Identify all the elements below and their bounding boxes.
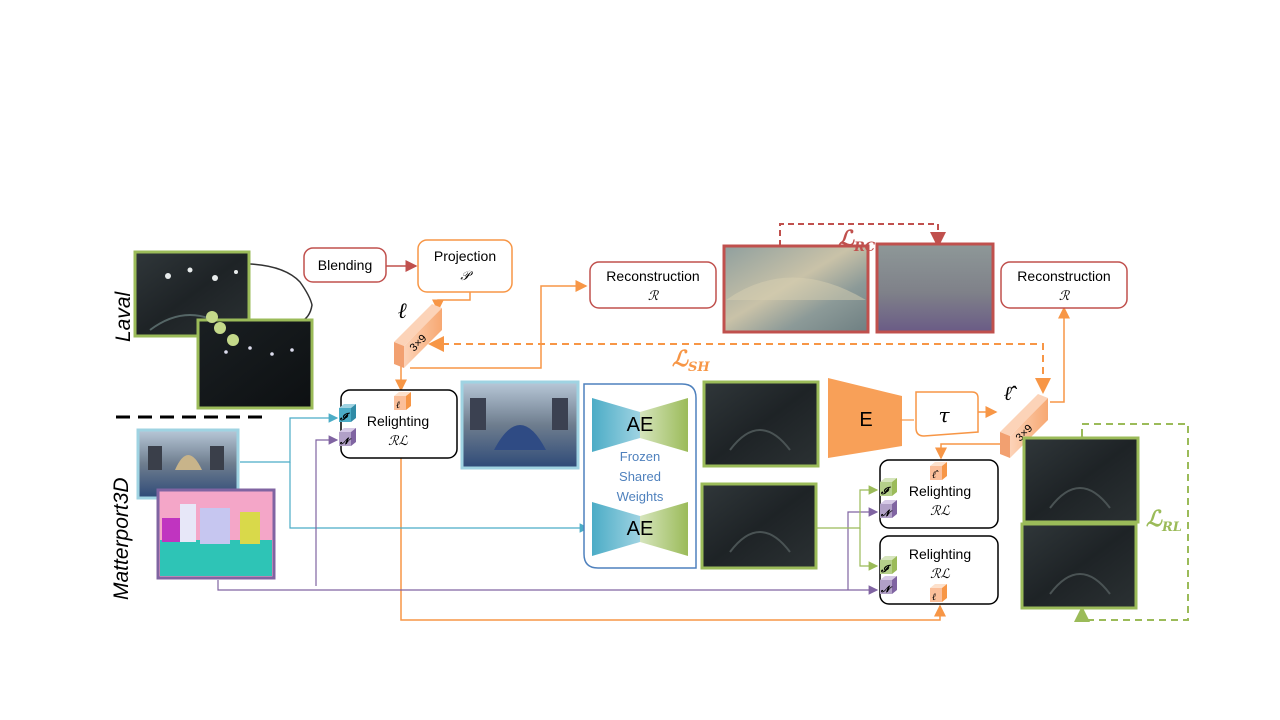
svg-text:ℛℒ: ℛℒ: [930, 504, 950, 519]
rc-loss-bracket: [772, 223, 946, 260]
ell-label: ℓ: [398, 298, 407, 324]
svg-text:ℒ: ℒ: [1146, 506, 1163, 532]
arrow-ae-output-relighting-top: [808, 485, 879, 529]
svg-text:Reconstruction: Reconstruction: [606, 268, 699, 284]
svg-text:Weights: Weights: [617, 489, 664, 504]
svg-text:ℓ: ℓ: [396, 400, 400, 411]
rl-loss-label: ℒ RL: [1146, 506, 1182, 535]
svg-text:SH: SH: [688, 360, 710, 375]
reconstruction-right-block: Reconstruction ℛ: [1000, 261, 1128, 309]
arrow-normals-relighting-bottom: [217, 580, 879, 595]
svg-text:E: E: [859, 409, 872, 431]
relighting-bottom-input-ell: ℓ: [930, 584, 947, 603]
arrow-projection-ell: [432, 292, 471, 312]
arrow-normals-relighting-top: [847, 507, 879, 590]
svg-text:RC: RC: [853, 240, 876, 255]
arrow-normals-relighting: [315, 435, 339, 586]
input-ell-cube: ℓ: [394, 392, 411, 411]
svg-text:𝓝: 𝓝: [880, 509, 893, 519]
arrow-ellhat-reconstruction-right: [1050, 306, 1070, 403]
arrow-ae-output-relighting-bottom: [859, 528, 879, 571]
arrow-image-relighting: [240, 413, 339, 463]
ell-hat-label: ℓ̂: [1004, 381, 1018, 405]
encoder-block: E: [828, 378, 902, 458]
svg-text:Blending: Blending: [318, 257, 373, 273]
autoencoder-top: AE: [592, 398, 688, 452]
relighting-bottom-input-n: 𝓝: [880, 576, 897, 595]
svg-text:ℒ: ℒ: [672, 346, 689, 372]
svg-text:𝓘: 𝓘: [339, 412, 351, 423]
ae-latent-image-bottom: [700, 482, 818, 570]
svg-text:Shared: Shared: [619, 469, 661, 484]
relighting-top-block: Relighting ℛℒ: [879, 459, 999, 529]
svg-text:ℓ̂: ℓ̂: [932, 470, 939, 481]
blending-block: Blending: [303, 247, 387, 283]
reconstruction-left-block: Reconstruction ℛ: [589, 261, 717, 309]
frozen-weights-label: Frozen Shared Weights: [617, 449, 664, 504]
svg-text:ℛ: ℛ: [1059, 289, 1071, 304]
laval-ldr-image: [196, 318, 314, 410]
rc-loss-label: ℒ RC: [838, 226, 876, 255]
svg-text:𝓝: 𝓝: [339, 437, 352, 447]
light-sources: [206, 311, 239, 346]
svg-text:Relighting: Relighting: [909, 546, 971, 562]
autoencoder-bottom: AE: [592, 502, 688, 556]
relighting-bottom-block: Relighting ℛℒ: [879, 535, 999, 605]
relighting-top-input-ellhat: ℓ̂: [930, 462, 947, 481]
svg-text:ℓ: ℓ: [932, 592, 936, 603]
matterport-normals-image: [156, 488, 276, 580]
svg-text:AE: AE: [627, 414, 654, 436]
svg-text:Reconstruction: Reconstruction: [1017, 268, 1110, 284]
svg-text:Frozen: Frozen: [620, 449, 660, 464]
sh-coefficients-box-pred: 3×9: [1000, 394, 1048, 458]
svg-text:τ: τ: [938, 403, 950, 427]
matterport-image: [136, 428, 240, 500]
relit-result-bottom: [1020, 522, 1138, 610]
svg-text:Relighting: Relighting: [909, 483, 971, 499]
relighting-top-input-n: 𝓝: [880, 500, 897, 519]
svg-text:𝓘: 𝓘: [880, 486, 892, 497]
input-n-cube: 𝓝: [339, 428, 356, 447]
svg-text:RL: RL: [1161, 520, 1182, 535]
svg-text:𝓝: 𝓝: [880, 585, 893, 595]
relighting-bottom-input-i: 𝓘: [880, 556, 897, 575]
relit-result-top: [1022, 436, 1140, 524]
reconstruction-image-pred: [875, 242, 995, 334]
svg-text:𝓘: 𝓘: [880, 564, 892, 575]
rl-loss-bracket: [1074, 423, 1189, 622]
arrow-image-ae: [289, 462, 590, 533]
reconstruction-image-gt: [722, 244, 870, 334]
input-i-cube: 𝓘: [339, 404, 356, 423]
projection-block: Projection 𝒫: [417, 239, 513, 293]
sh-loss-label: ℒ SH: [672, 346, 710, 375]
sh-loss-arrow: [428, 336, 1051, 394]
arrow-ell-reconstruction-left: [410, 280, 588, 369]
svg-text:ℒ: ℒ: [838, 226, 855, 252]
relighting-left-block: Relighting ℛℒ: [340, 389, 458, 459]
arrow-ell-relighting-bottom: [400, 392, 946, 621]
svg-text:ℛℒ: ℛℒ: [930, 567, 950, 582]
relit-output-image: [460, 380, 580, 470]
svg-text:ℛℒ: ℛℒ: [388, 434, 408, 449]
laval-brace: [249, 263, 313, 323]
matterport-label: Matterport3D: [110, 477, 133, 600]
svg-text:ℛ: ℛ: [648, 289, 660, 304]
ae-latent-image-top: [702, 380, 820, 468]
svg-text:Relighting: Relighting: [367, 413, 429, 429]
tau-block: τ: [915, 391, 979, 437]
svg-text:AE: AE: [627, 518, 654, 540]
relighting-top-input-i: 𝓘: [880, 478, 897, 497]
svg-text:Projection: Projection: [434, 248, 496, 264]
laval-label: Laval: [112, 290, 135, 342]
